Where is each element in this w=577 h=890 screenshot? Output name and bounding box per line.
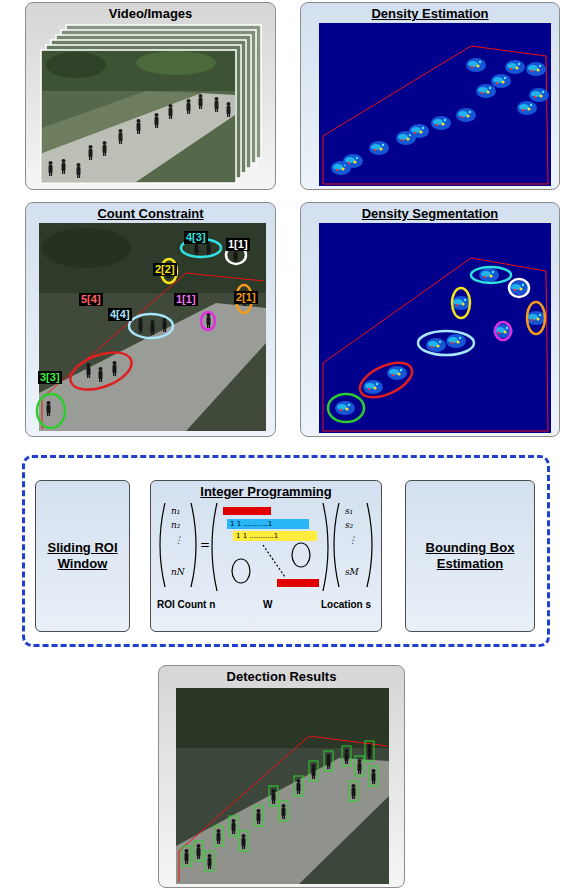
group-box: Sliding ROI Window Integer ProgrammingRO… — [22, 455, 550, 647]
matrix-symbol: = — [200, 538, 210, 552]
count-callout: 3[3] — [38, 371, 62, 384]
density-map — [301, 3, 561, 191]
matrix-symbol: n₂ — [171, 520, 180, 531]
node-title: Density Segmentation — [301, 203, 559, 222]
node-title: Video/Images — [26, 3, 275, 22]
count-callout: 4[4] — [108, 308, 132, 321]
node-title: Bounding Box Estimation — [406, 540, 534, 572]
output-panel: Detection Results — [158, 665, 405, 888]
matrix-symbol: ⋮ — [348, 535, 357, 546]
segmentation-map — [301, 203, 561, 438]
matrix-symbol: ⋮ — [174, 535, 183, 546]
matrix-symbol: 1 1 ...........1 — [230, 520, 272, 529]
input-panel: Video/Images — [25, 2, 276, 190]
count-callout: 2[1] — [234, 291, 258, 304]
process-box: Integer ProgrammingROI Count n W Location … — [150, 480, 382, 632]
process-box: Sliding ROI Window — [35, 480, 130, 632]
process-box: Bounding Box Estimation — [405, 480, 535, 632]
matrix-symbol: n₁ — [171, 506, 180, 517]
count-callout: 1[1] — [226, 238, 250, 251]
matrix-symbol: nN — [171, 567, 185, 578]
node-title: Integer Programming — [151, 481, 381, 500]
stage-panel: Count Constraint 4[3] 1[1] 2[2] 1[1] 2[1] 5[4]… — [25, 202, 276, 437]
count-callout: 4[3] — [184, 231, 208, 244]
detection-photo — [159, 666, 406, 889]
axis-caption: W — [263, 599, 272, 611]
count-callout: 2[2] — [153, 263, 177, 276]
node-title: Detection Results — [159, 666, 404, 685]
matrix-equation — [151, 481, 383, 633]
video-frames — [26, 3, 277, 191]
node-title: Sliding ROI Window — [36, 540, 129, 572]
matrix-symbol: sM — [345, 567, 359, 578]
count-callout: 5[4] — [79, 293, 103, 306]
count-callout: 1[1] — [174, 293, 198, 306]
axis-caption: Location s — [321, 599, 371, 611]
matrix-symbol: s₂ — [345, 520, 353, 531]
stage-panel: Density Estimation — [300, 2, 560, 190]
node-title: Density Estimation — [301, 3, 559, 22]
node-title: Count Constraint — [26, 203, 275, 222]
axis-caption: ROI Count n — [157, 599, 215, 611]
stage-panel: Density Segmentation — [300, 202, 560, 437]
matrix-symbol: 1 1 ...........1 — [236, 532, 278, 541]
matrix-symbol: s₁ — [345, 506, 353, 517]
